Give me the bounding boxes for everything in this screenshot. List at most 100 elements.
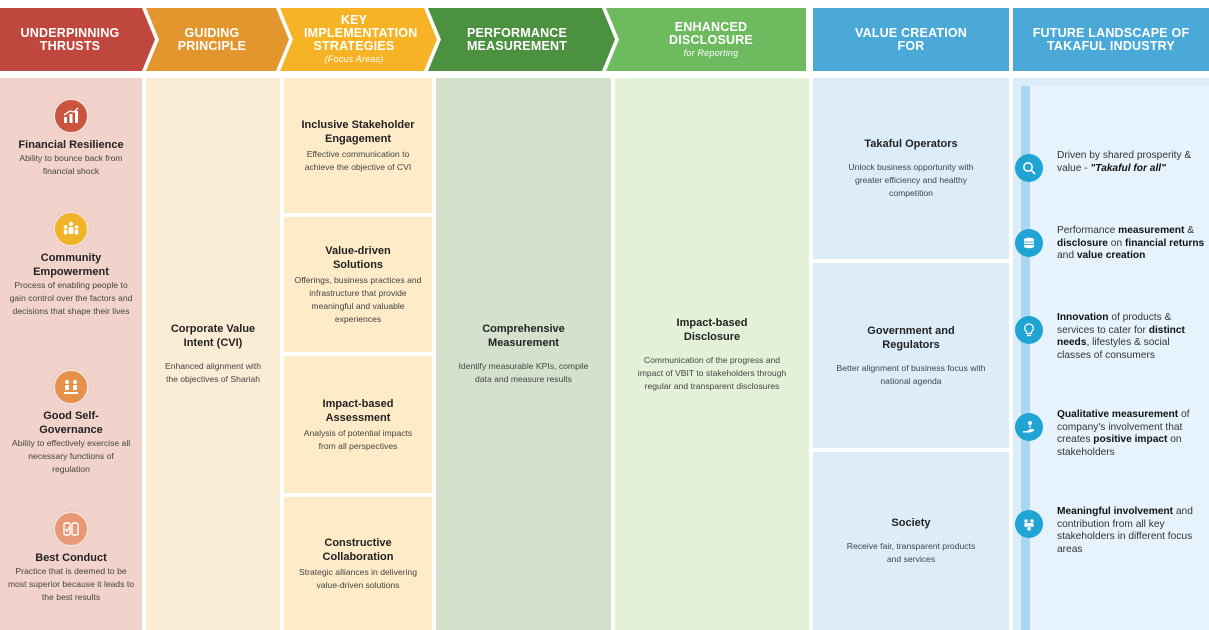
landscape-text-run: measurement [1118,225,1185,236]
principle-title: Corporate Value Intent (CVI) [170,323,256,349]
strategy-desc: Strategic alliances in delivering value-… [299,566,417,590]
strategies-column: Inclusive Stakeholder Engagement Effecti… [284,78,432,630]
lightbulb-icon [1015,316,1043,344]
strategy-title: Inclusive Stakeholder Engagement [301,118,415,145]
landscape-accent-bar [1021,86,1030,630]
measurement-column: Comprehensive Measurement Identify measu… [436,78,611,630]
measurement-cell: Comprehensive Measurement Identify measu… [436,78,611,630]
landscape-text-run: disclosure [1057,237,1108,249]
strategy-title: Impact-based Assessment [322,397,394,424]
disclosure-desc: Communication of the progress and impact… [637,354,787,391]
principle-desc: Enhanced alignment with the objectives o… [164,361,262,384]
chevron-strategies [280,8,437,71]
thrust-title: Community Empowerment [33,252,109,278]
landscape-text: Performance measurement & disclosure on … [1057,225,1205,263]
thrust-good-self-governance: Good Self-Governance Ability to effectiv… [0,369,142,476]
principle-cell: Corporate Value Intent (CVI) Enhanced al… [146,78,280,630]
thrust-financial-resilience: Financial Resilience Ability to bounce b… [0,98,142,178]
thrust-desc: Process of enabling people to gain contr… [9,280,133,316]
landscape-text-run: of company's involvement that creates [1057,409,1190,445]
landscape-text-run: financial returns [1124,237,1205,249]
thrust-title: Financial Resilience [18,139,124,151]
community-icon [53,211,89,247]
value-desc: Better alignment of business focus with … [836,362,986,386]
landscape-text-run: , lifestyles & social classes of consume… [1057,337,1170,361]
landscape-text: Meaningful involvement and contribution … [1057,506,1205,556]
thrust-desc: Ability to effectively exercise all nece… [11,438,131,474]
thrusts-column: Financial Resilience Ability to bounce b… [0,78,142,630]
header-value-bg [813,8,1009,71]
landscape-text-run: and [1057,250,1077,261]
hand-impact-icon [1015,413,1043,441]
thrust-desc: Ability to bounce back from financial sh… [19,153,123,176]
thrust-title: Good Self-Governance [39,410,103,436]
landscape-text-run: Qualitative measurement [1057,409,1179,420]
chevron-measurement [428,8,615,71]
landscape-item: Performance measurement & disclosure on … [1015,225,1209,263]
value-cell: Society Receive fair, transparent produc… [813,452,1009,630]
value-desc: Unlock business opportunity with greater… [848,162,974,198]
strategy-cell: Impact-based Assessment Analysis of pote… [284,356,432,493]
thrust-title: Best Conduct [35,552,107,564]
landscape-text-run: of products & services to cater for [1057,312,1172,336]
strategy-desc: Effective communication to achieve the o… [304,148,412,172]
thrust-community-empowerment: Community Empowerment Process of enablin… [0,211,142,318]
landscape-text-run: and contribution from all key stakeholde… [1057,506,1193,555]
strategy-title: Value-driven Solutions [325,244,391,271]
value-cell: Takaful Operators Unlock business opport… [813,78,1009,259]
value-title: Takaful Operators [864,138,958,150]
strategy-desc: Offerings, business practices and infras… [294,274,422,324]
strategy-desc: Analysis of potential impacts from all p… [303,427,413,451]
strategy-title: Constructive Collaboration [322,536,394,563]
landscape-item: Meaningful involvement and contribution … [1015,506,1209,556]
strategy-cell: Value-driven Solutions Offerings, busine… [284,217,432,352]
measurement-desc: Identify measurable KPIs, compile data a… [458,361,589,384]
disclosure-cell: Impact-based Disclosure Communication of… [615,78,809,630]
value-title: Government and Regulators [867,324,955,351]
landscape-text-run: & [1184,225,1195,236]
landscape-panel [1030,86,1209,630]
landscape-text-run: distinct needs [1057,324,1185,349]
coins-icon [1015,229,1043,257]
people-icon [1015,510,1043,538]
landscape-text: Innovation of products & services to cat… [1057,312,1205,362]
principle-column: Corporate Value Intent (CVI) Enhanced al… [146,78,280,630]
governance-icon [53,369,89,405]
landscape-item: Innovation of products & services to cat… [1015,312,1209,362]
thrust-desc: Practice that is deemed to be most super… [7,566,135,602]
landscape-text: Qualitative measurement of company's inv… [1057,409,1205,459]
header-chevrons [0,8,1209,71]
search-icon [1015,154,1043,182]
value-cell: Government and Regulators Better alignme… [813,263,1009,448]
chevron-disclosure [606,8,806,71]
disclosure-column: Impact-based Disclosure Communication of… [615,78,809,630]
strategy-cell: Constructive Collaboration Strategic all… [284,497,432,630]
landscape-text-run: on stakeholders [1057,434,1182,458]
growth-chart-icon [53,98,89,134]
value-desc: Receive fair, transparent products and s… [846,541,976,564]
conduct-icon [53,511,89,547]
landscape-text-run: Innovation [1057,312,1109,323]
landscape-item: Qualitative measurement of company's inv… [1015,409,1209,459]
thrust-best-conduct: Best Conduct Practice that is deemed to … [0,511,142,604]
landscape-text-run: value creation [1076,250,1146,261]
landscape-text-run: Driven by shared prosperity & value - [1057,150,1192,174]
strategy-cell: Inclusive Stakeholder Engagement Effecti… [284,78,432,213]
landscape-text-run: positive impact [1093,434,1168,445]
landscape-text-run: "Takaful for all" [1090,162,1166,174]
value-title: Society [891,517,931,529]
measurement-title: Comprehensive Measurement [482,323,565,349]
landscape-text: Driven by shared prosperity & value - "T… [1057,150,1205,175]
value-creation-column: Takaful Operators Unlock business opport… [813,78,1009,630]
landscape-text-run: on [1107,237,1125,249]
landscape-text-run: Performance [1057,225,1119,236]
landscape-item: Driven by shared prosperity & value - "T… [1015,150,1209,182]
chevron-thrusts [0,8,155,71]
